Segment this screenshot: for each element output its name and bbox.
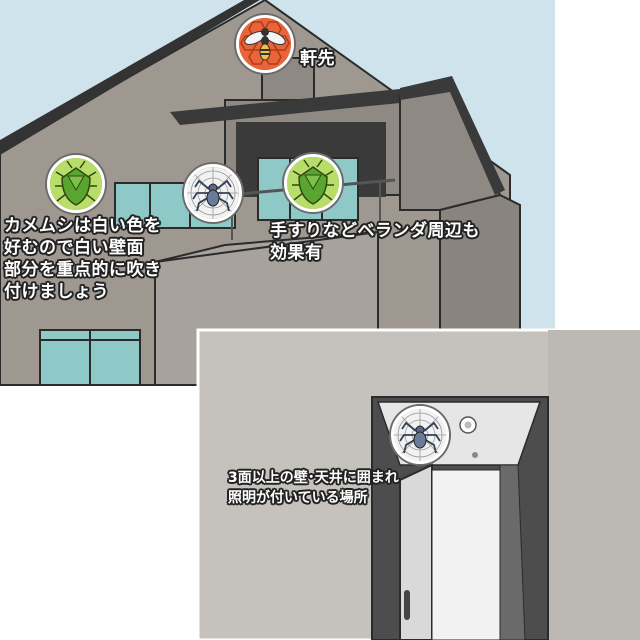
spider-icon: [391, 406, 449, 464]
stink-bug-icon: [284, 154, 342, 212]
upper-roof: [170, 85, 450, 125]
callout-eaves: 軒先: [300, 49, 335, 69]
house-roof-edge: [0, 0, 260, 155]
wasp-icon: [236, 15, 294, 73]
callout-entrance-light: 3面以上の壁･天井に囲まれ 照明が付いている場所: [228, 470, 399, 506]
stink-bug-icon: [47, 155, 105, 213]
door-handle: [404, 590, 410, 620]
spider-icon: [184, 164, 242, 222]
callout-white-wall: カメムシは白い色を 好むので白い壁面 部分を重点的に吹き 付けましょう: [4, 216, 162, 302]
callout-veranda: 手すりなどベランダ周辺も 効果有: [270, 221, 480, 263]
right-tower-roof: [400, 76, 505, 195]
